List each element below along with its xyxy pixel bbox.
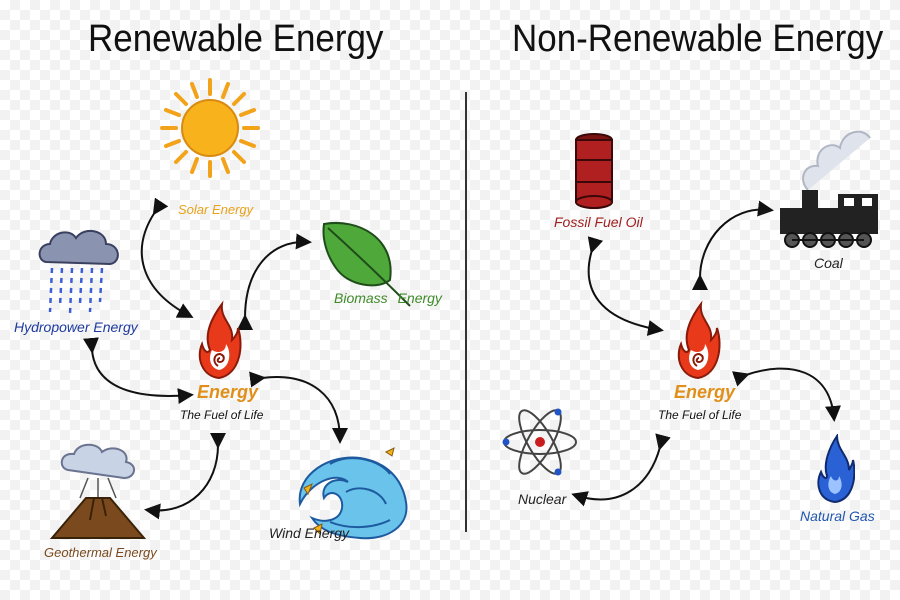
biomass-word: Biomass: [334, 290, 388, 306]
arrow-nuclear: [571, 433, 671, 507]
rain-cloud-icon: [38, 229, 119, 315]
renewable-center-title: Energy: [197, 382, 259, 402]
coal-label: Coal: [814, 255, 843, 271]
arrow-gas: [732, 367, 841, 422]
wind-label: Wind Energy: [269, 525, 350, 541]
wave-icon: [298, 447, 408, 540]
atom-icon: [502, 408, 577, 476]
nonrenewable-center-title: Energy: [674, 382, 736, 402]
arrow-wind: [249, 371, 348, 444]
arrow-oil: [587, 236, 664, 336]
solar-label: Solar Energy: [178, 202, 254, 217]
oil-barrel-icon: [575, 133, 613, 209]
hydro-label: Hydropower Energy: [14, 319, 138, 335]
renewable-title: Renewable Energy: [88, 18, 384, 60]
gas-label: Natural Gas: [800, 508, 875, 524]
leaf-icon: [322, 222, 411, 307]
arrow-coal: [691, 200, 774, 291]
arrow-hydro: [82, 337, 194, 404]
sun-icon: [160, 78, 260, 178]
renewable-center-subtitle: The Fuel of Life: [180, 408, 264, 422]
arrow-geothermal: [144, 432, 227, 520]
train-icon: [780, 130, 878, 248]
volcano-icon: [49, 443, 147, 539]
arrow-biomass: [236, 233, 312, 331]
fire-icon: [677, 300, 721, 380]
fire-icon: [198, 300, 242, 380]
biomass-label: Biomass Energy: [334, 290, 442, 306]
nonrenewable-title: Non-Renewable Energy: [512, 18, 884, 60]
section-divider: [465, 92, 467, 532]
nuclear-label: Nuclear: [518, 491, 567, 507]
oil-label: Fossil Fuel Oil: [554, 214, 643, 230]
geothermal-label: Geothermal Energy: [44, 545, 157, 560]
gas-flame-icon: [817, 434, 855, 504]
biomass-suffix: Energy: [397, 290, 442, 306]
nonrenewable-center-subtitle: The Fuel of Life: [658, 408, 742, 422]
arrow-solar: [140, 197, 194, 318]
